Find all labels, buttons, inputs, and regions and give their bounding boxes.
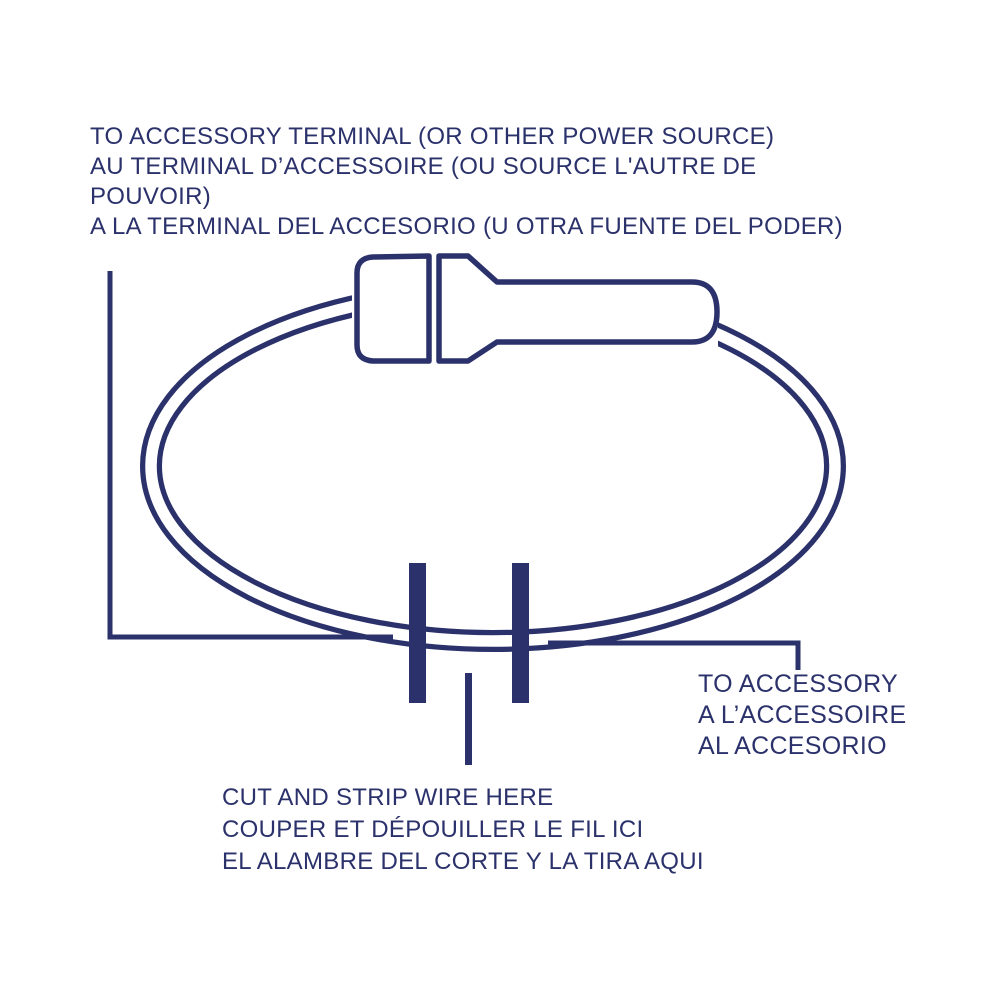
label-accessory-line-fr: A L’ACCESSOIRE — [698, 701, 907, 729]
label-power-source-line-es: A LA TERMINAL DEL ACCESORIO (U OTRA FUEN… — [90, 213, 843, 240]
label-cut-strip-line-en: CUT AND STRIP WIRE HERE — [222, 784, 554, 811]
label-power-source: TO ACCESSORY TERMINAL (OR OTHER POWER SO… — [90, 122, 843, 242]
label-cut-strip-line-es: EL ALAMBRE DEL CORTE Y LA TIRA AQUI — [222, 848, 704, 875]
label-accessory: TO ACCESSORY A L’ACCESSOIRE AL ACCESORIO — [698, 669, 906, 762]
cut-mark-left — [409, 563, 426, 703]
label-cut-strip: CUT AND STRIP WIRE HERE COUPER ET DÉPOUI… — [222, 782, 704, 878]
label-cut-strip-line-fr: COUPER ET DÉPOUILLER LE FIL ICI — [222, 816, 644, 843]
label-accessory-line-es: AL ACCESORIO — [698, 732, 887, 760]
label-power-source-line-en: TO ACCESSORY TERMINAL (OR OTHER POWER SO… — [90, 123, 775, 150]
fuse-holder-cap — [354, 253, 432, 364]
cut-mark-right — [512, 563, 529, 703]
label-power-source-line-fr2: POUVOIR) — [90, 183, 212, 210]
fuse-holder — [352, 253, 720, 364]
fuse-holder-barrel — [436, 253, 720, 364]
leader-line-accessory — [548, 640, 801, 670]
label-accessory-line-en: TO ACCESSORY — [698, 670, 898, 698]
label-power-source-line-fr1: AU TERMINAL D’ACCESSOIRE (OU SOURCE L'AU… — [90, 153, 757, 180]
leader-line-power-source — [107, 271, 393, 640]
